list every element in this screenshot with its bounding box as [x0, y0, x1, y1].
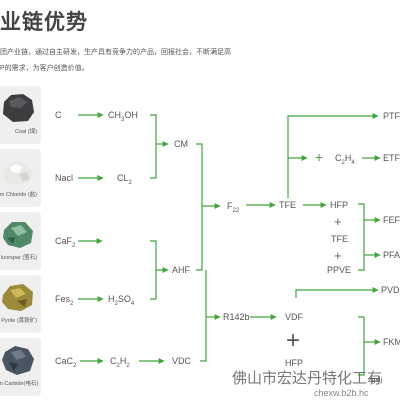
product-fkm: FKM [383, 337, 400, 347]
arrow-vdf-pvd [295, 287, 379, 298]
pyrite-image [2, 284, 33, 311]
node-nacl: Nacl [55, 173, 73, 183]
node-ch3oh: CH3OH [108, 110, 138, 123]
node-tfe-2: TFE [331, 234, 348, 244]
raw-material-pyrite: Pyrite (黄铁矿) [0, 275, 41, 333]
brace-fkm [358, 316, 365, 376]
raw-material-caption: luorspar (萤石) [0, 255, 37, 261]
raw-material-fluorspar: luorspar (萤石) [0, 212, 41, 270]
intro-line-1: 团产业链，通过自主研发，生产具有竞争力的产品，回报社会，不断满足高 [0, 49, 231, 56]
product-etf: ETF [383, 153, 400, 163]
coal-image [3, 94, 34, 122]
watermark-company: 佛山市宏达丹特化工有 [232, 369, 383, 387]
node-c2h2: C2H2 [110, 356, 130, 369]
raw-material-carbide: ium Carbide(电石) [0, 338, 41, 396]
node-c2h4: C2H4 [335, 153, 355, 166]
page-title: 业链优势 [0, 11, 88, 34]
brace-ahf [150, 240, 157, 300]
node-ppve: PPVE [327, 265, 351, 275]
raw-material-caption: ium Carbide(电石) [0, 381, 39, 387]
node-vdf: VDF [285, 312, 304, 322]
node-ahf: AHF [172, 265, 191, 275]
node-cac2: CaC2 [55, 356, 77, 369]
watermark-url-small: zgxlj [368, 377, 383, 384]
plus-sign: + [334, 248, 342, 263]
product-pvd: PVD [381, 285, 400, 295]
brace-cm [150, 114, 157, 179]
product-fef: FEF [383, 215, 400, 225]
raw-material-caption: Coal (煤) [14, 129, 37, 135]
watermark-url: chexw.b2b.hc [314, 388, 369, 398]
product-ptf: PTF [383, 111, 400, 121]
node-fes2: Fes2 [55, 294, 74, 307]
fluorspar-image [3, 222, 33, 248]
node-tfe: TFE [279, 200, 296, 210]
node-hfp: HFP [330, 200, 348, 210]
node-hfp-2: HFP [285, 358, 303, 368]
raw-material-caption: Pyrite (黄铁矿) [1, 318, 37, 324]
raw-material-salt: ım Chloride (盐) [0, 149, 41, 207]
node-h2so4: H2SO4 [108, 294, 135, 307]
node-f22: F22 [227, 201, 240, 214]
brace-f22 [196, 143, 203, 271]
node-vdc: VDC [172, 356, 192, 366]
product-pfa: PFA [383, 250, 400, 260]
salt-image [3, 161, 33, 185]
plus-sign-large: + [286, 327, 300, 354]
node-cm: CM [174, 139, 188, 149]
plus-sign: + [334, 214, 342, 229]
node-cl2: CL2 [117, 173, 133, 186]
node-c: C [55, 110, 62, 120]
intro-line-2: P的需求，为客户创造价值。 [0, 65, 89, 72]
carbide-image [2, 346, 34, 375]
arrow-tfe-ptf [287, 113, 379, 198]
node-caf2: CaF2 [55, 236, 76, 249]
plus-sign-green: + [315, 149, 323, 165]
brace-fef-pfa [358, 203, 365, 271]
node-r142b: R142b [223, 312, 250, 322]
brace-r142b [200, 270, 207, 362]
raw-material-caption: ım Chloride (盐) [0, 192, 37, 198]
raw-material-coal: Coal (煤) [0, 86, 41, 144]
